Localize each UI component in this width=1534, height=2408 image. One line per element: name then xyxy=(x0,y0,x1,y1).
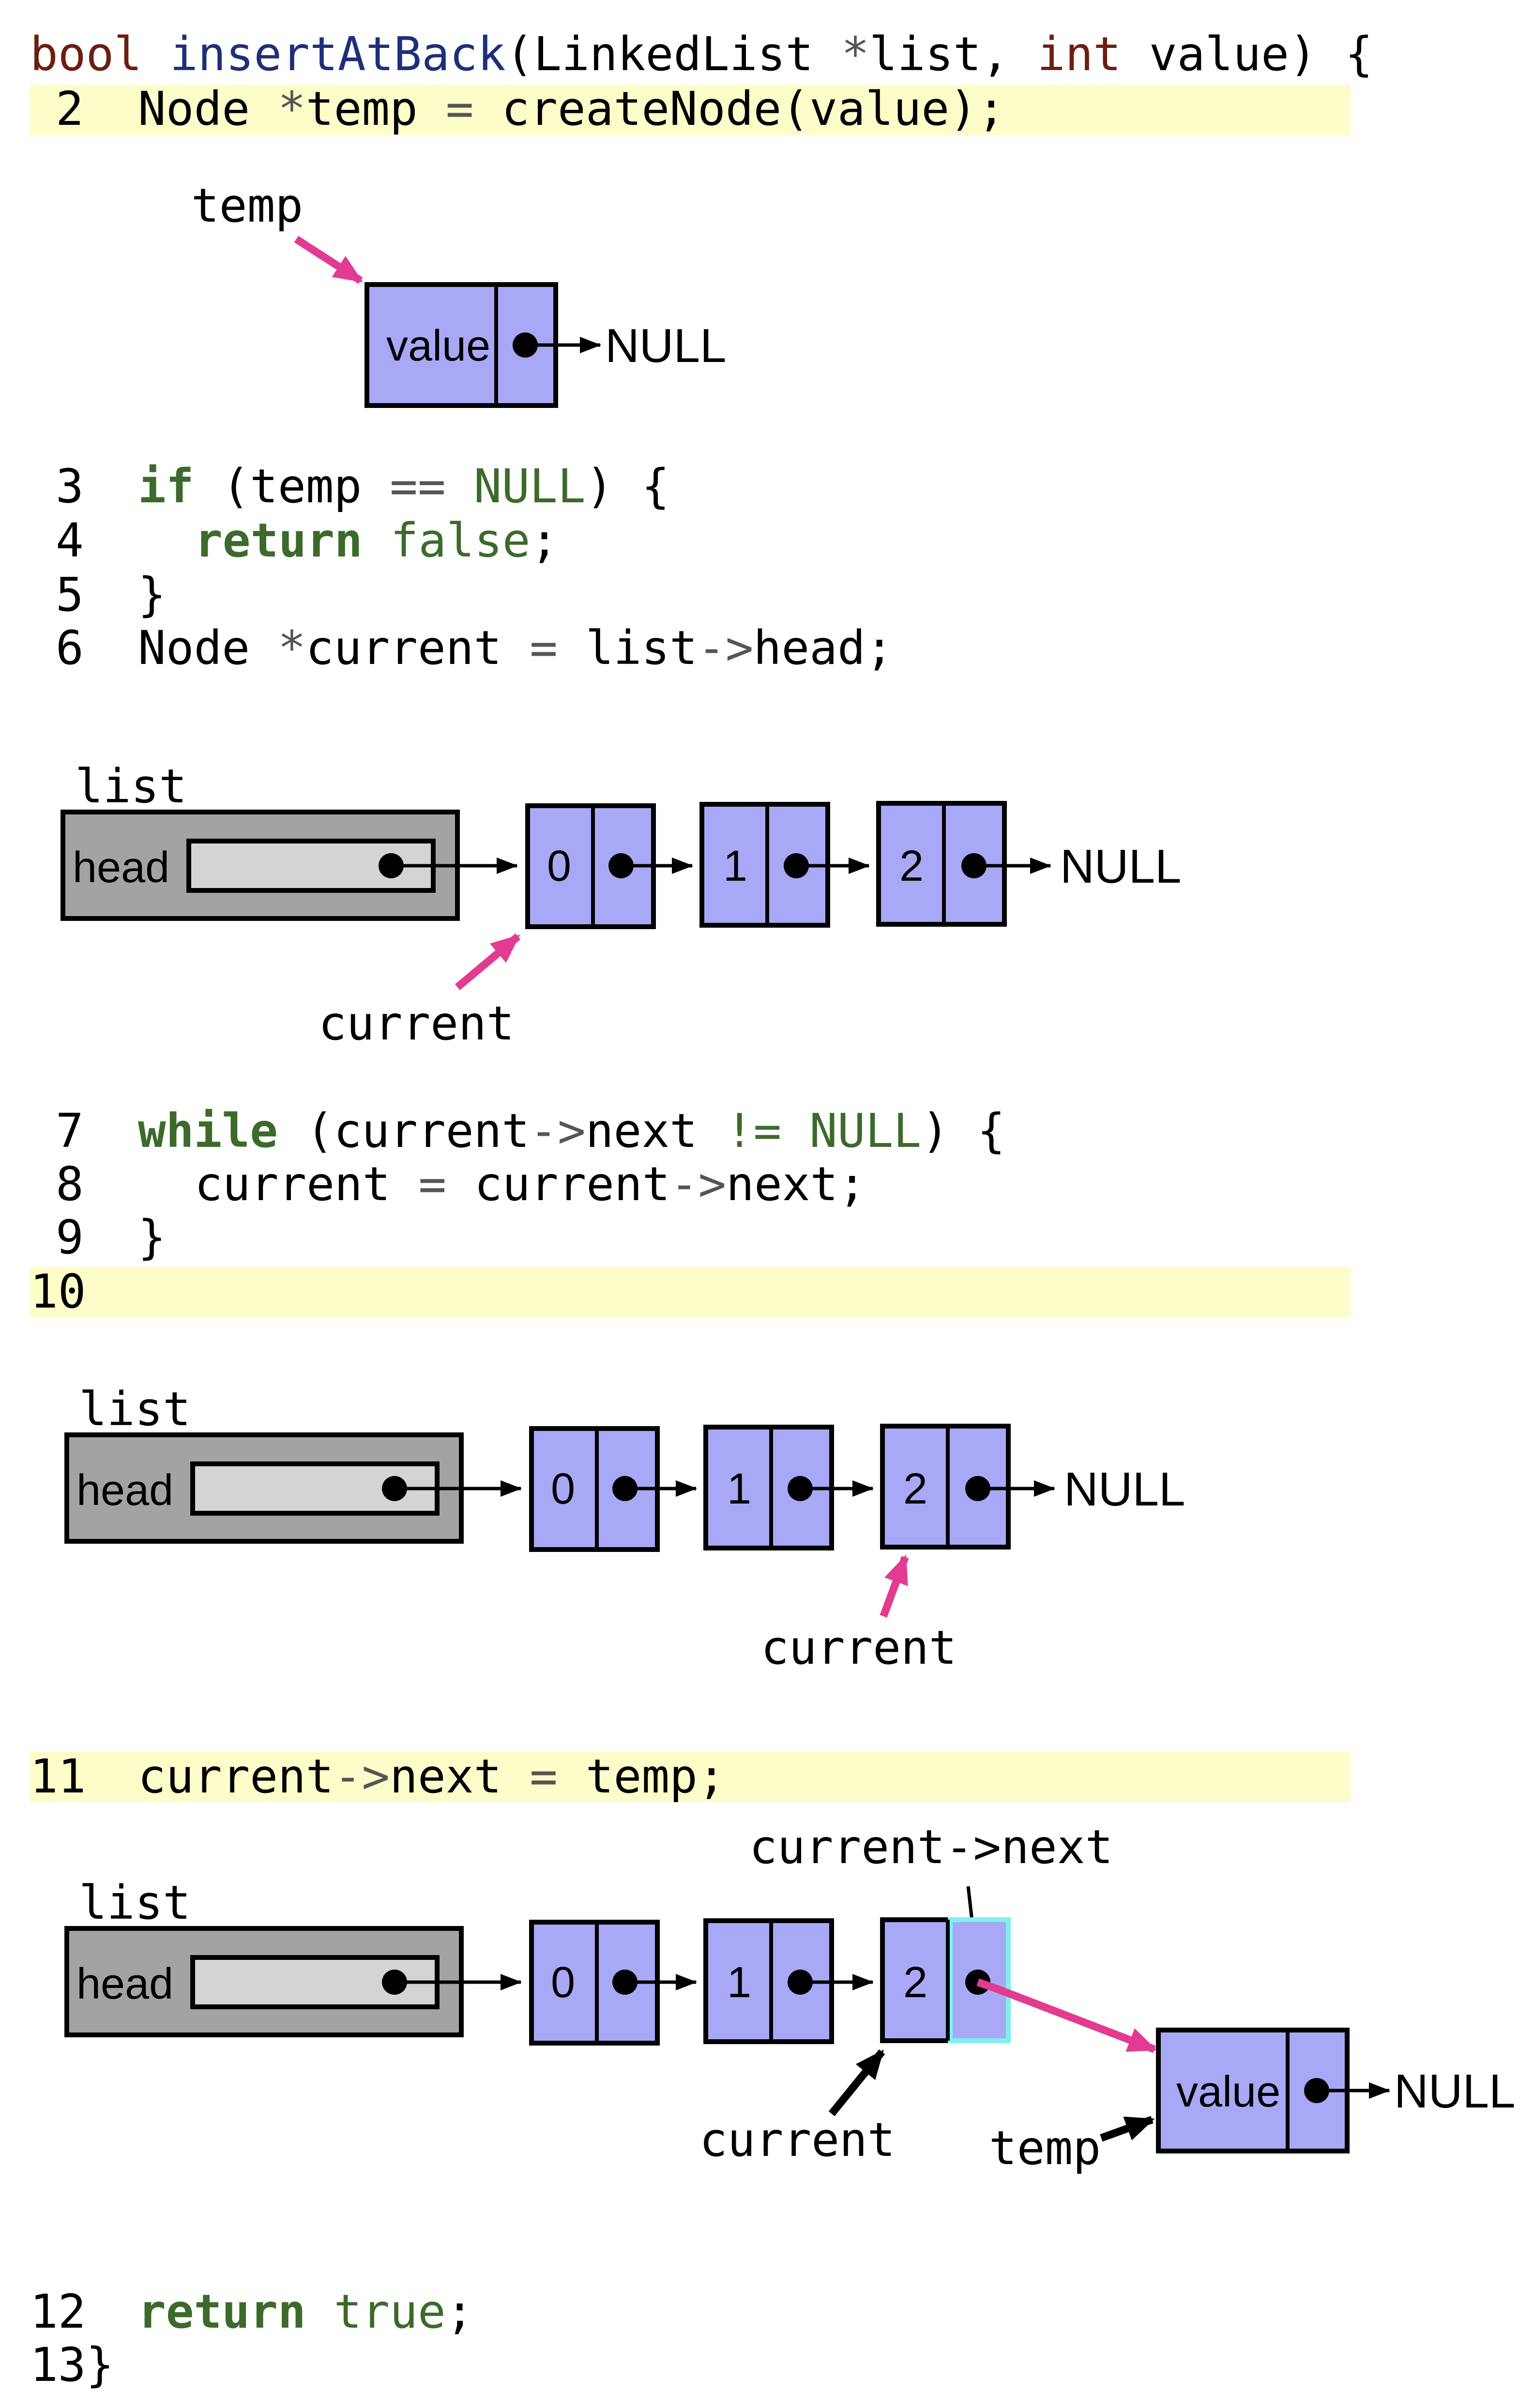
current-pointer-arrow xyxy=(455,933,521,991)
node-2-next-cell-highlight xyxy=(948,1917,1011,2043)
current-label: current xyxy=(699,2113,896,2167)
temp-node-value: value xyxy=(1176,2068,1280,2116)
highlight-line-11 xyxy=(30,1752,1351,1802)
diagram-2-list-head: list head 0 1 2 NULL current xyxy=(61,759,1182,1051)
node-1-value: 1 xyxy=(723,842,747,890)
node-2-value: 2 xyxy=(903,1958,927,2007)
node-0-value: 0 xyxy=(547,842,571,890)
highlight-line-2 xyxy=(30,85,1351,135)
diagram-4-link-temp: current->next list head 0 1 2 current va… xyxy=(64,1820,1516,2175)
node-2-value: 2 xyxy=(899,842,924,890)
node-2-value: 2 xyxy=(903,1465,927,1513)
head-label: head xyxy=(76,1960,173,2008)
node-0-value: 0 xyxy=(551,1465,575,1513)
node-1-value: 1 xyxy=(727,1465,751,1513)
diagram-1-new-node: temp value NULL xyxy=(191,179,727,408)
diagram-3-current-last: list head 0 1 2 NULL current xyxy=(64,1382,1185,1675)
null-text: NULL xyxy=(1064,1462,1185,1516)
list-label: list xyxy=(75,759,187,813)
node-0-value: 0 xyxy=(551,1958,575,2007)
current-next-label: current->next xyxy=(749,1820,1113,1874)
node-0 xyxy=(529,1920,660,2046)
current-next-to-temp-arrow xyxy=(976,1978,1157,2053)
node-2 xyxy=(880,1424,1011,1550)
current-label: current xyxy=(761,1621,957,1675)
node-1-value: 1 xyxy=(727,1958,751,2007)
null-text: NULL xyxy=(1394,2064,1516,2118)
current-pointer-arrow xyxy=(880,1554,909,1618)
current-pointer-arrow xyxy=(828,2049,885,2117)
node-value-text: value xyxy=(386,322,490,370)
null-text: NULL xyxy=(605,319,727,372)
temp-label: temp xyxy=(989,2121,1101,2175)
list-label: list xyxy=(79,1876,191,1930)
current-label: current xyxy=(319,996,515,1051)
head-label: head xyxy=(73,843,169,892)
code-line-13: 13} xyxy=(30,2338,114,2392)
highlight-line-10 xyxy=(30,1267,1351,1317)
null-text: NULL xyxy=(1060,840,1182,893)
temp-pointer-arrow xyxy=(294,236,364,284)
temp-label: temp xyxy=(191,179,303,233)
head-label: head xyxy=(76,1466,173,1515)
current-next-leader xyxy=(966,1886,974,1921)
temp-pointer-arrow xyxy=(1100,2116,1155,2142)
code-line-10: 10 xyxy=(30,1264,86,1319)
code-line-5: 5} xyxy=(56,568,166,622)
code-line-1: bool insertAtBack(LinkedList *list, int … xyxy=(30,27,1373,81)
code-line-9: 9} xyxy=(56,1210,166,1264)
list-label: list xyxy=(79,1382,191,1436)
